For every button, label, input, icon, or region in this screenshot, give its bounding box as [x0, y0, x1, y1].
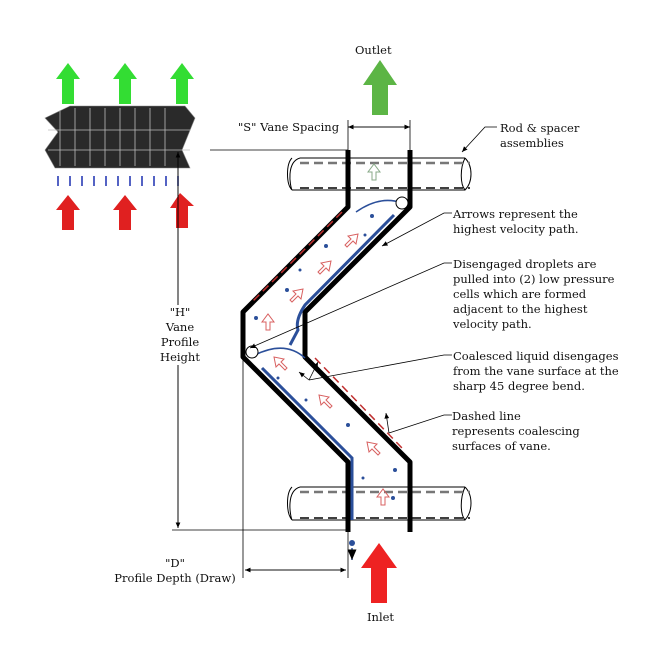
right-vane — [302, 150, 413, 532]
note-line: Rod & spacer — [500, 121, 580, 135]
left-vane — [240, 150, 351, 532]
note-line: Coalesced liquid disengages — [453, 349, 619, 363]
outlet-arrow-icon — [363, 60, 397, 115]
disengagement-points — [245, 196, 409, 359]
droplets-icon — [254, 214, 397, 546]
note-line: Arrows represent the — [453, 207, 578, 221]
inlet-label: Inlet — [367, 610, 395, 624]
note-line: Profile — [160, 335, 200, 349]
coalesced-note: Coalesced liquid disengages from the van… — [453, 349, 619, 394]
inlet-arrow-icon — [361, 543, 397, 603]
note-line: from the vane surface at the — [453, 364, 619, 378]
outlet-label: Outlet — [355, 43, 392, 57]
red-inlet-arrows-icon — [56, 193, 194, 230]
note-line: sharp 45 degree bend. — [453, 379, 585, 393]
note-line: Dashed line — [452, 409, 521, 423]
arrows-note: Arrows represent the highest velocity pa… — [453, 207, 579, 237]
green-outlet-arrows-icon — [56, 63, 194, 104]
note-line: highest velocity path. — [453, 222, 579, 236]
note-line: assemblies — [500, 136, 564, 150]
note-line: surfaces of vane. — [452, 439, 551, 453]
vane-spacing-label: "S" Vane Spacing — [238, 120, 340, 134]
dashed-note: Dashed line represents coalescing surfac… — [452, 409, 580, 454]
note-line: cells which are formed — [453, 287, 587, 301]
note-line: "D" — [165, 556, 185, 570]
liquid-film — [254, 199, 403, 520]
note-line: Vane — [165, 320, 195, 334]
note-line: represents coalescing — [452, 424, 580, 438]
velocity-arrows-icon — [261, 163, 390, 506]
note-line: pulled into (2) low pressure — [453, 272, 615, 286]
note-line: Height — [160, 350, 200, 364]
droplet-arrows-icon — [57, 176, 179, 186]
note-line: "H" — [169, 305, 191, 319]
rod-spacer-note: Rod & spacer assemblies — [500, 121, 579, 151]
note-line: velocity path. — [453, 317, 532, 331]
height-label: "H" Vane Profile Height — [160, 305, 200, 365]
vane-profiles — [240, 150, 413, 532]
droplets-note: Disengaged droplets are pulled into (2) … — [453, 257, 614, 332]
rod-spacer-assemblies — [287, 157, 472, 521]
note-line: Profile Depth (Draw) — [114, 571, 236, 585]
note-line: Disengaged droplets are — [453, 257, 597, 271]
note-line: adjacent to the highest — [453, 302, 588, 316]
depth-label: "D" Profile Depth (Draw) — [105, 556, 245, 586]
vane-pack-thumbnail — [44, 63, 196, 230]
